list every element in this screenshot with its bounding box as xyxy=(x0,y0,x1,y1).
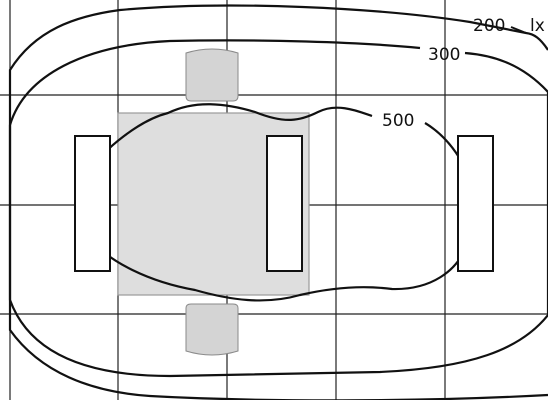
unit-leader xyxy=(510,26,527,34)
contour-label-300: 300 xyxy=(428,45,460,65)
luminaire-center xyxy=(266,135,303,272)
contour-label-200: 200 xyxy=(473,16,505,36)
luminaire-right xyxy=(457,135,494,272)
luminaire-left xyxy=(74,135,111,272)
chair-top xyxy=(185,48,239,102)
contour-unit-label: lx xyxy=(530,16,545,36)
contour-label-500: 500 xyxy=(382,111,414,131)
contour-line-200 xyxy=(8,4,548,400)
chair-bottom xyxy=(185,303,239,356)
